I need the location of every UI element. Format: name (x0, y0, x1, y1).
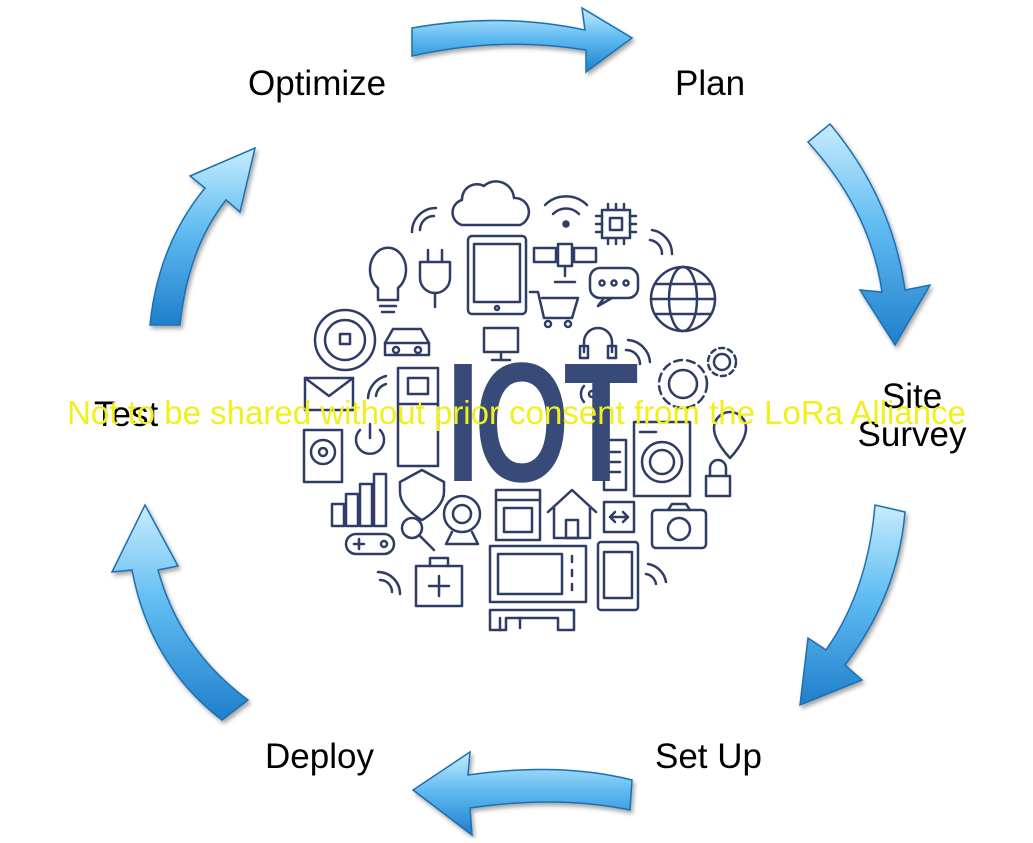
magnifier-icon (400, 516, 436, 552)
monitor-icon (482, 326, 520, 362)
home-icon (546, 488, 598, 540)
wifi-icon (366, 374, 388, 400)
arrow-deploy-to-test (110, 503, 250, 721)
washing-machine-icon (632, 420, 692, 498)
phone-icon (596, 540, 640, 612)
headphones-icon (578, 326, 618, 360)
microwave-icon (488, 544, 588, 604)
bar-chart-icon (330, 472, 388, 528)
oven-icon (494, 488, 542, 542)
resize-icon (602, 500, 636, 534)
thermostat-icon (313, 308, 377, 372)
step-label-optimize: Optimize (248, 64, 387, 103)
arrow-set-up-to-deploy (411, 750, 633, 837)
battery-icon (602, 438, 628, 492)
arrow-test-to-optimize (149, 146, 257, 326)
envelope-icon (303, 376, 355, 412)
car-icon (383, 327, 431, 357)
wifi-icon (376, 570, 402, 596)
camera-icon (650, 502, 708, 550)
shield-icon (398, 468, 446, 522)
satellite-icon (532, 242, 598, 284)
step-label-site-survey-line1: Site (881, 377, 943, 416)
power-icon (354, 422, 386, 456)
lightbulb-icon (368, 246, 408, 314)
step-label-test: Test (94, 395, 159, 434)
arrow-plan-to-site-survey (806, 122, 932, 347)
watermark-text: Not to be shared without prior consent f… (67, 394, 966, 431)
chat-icon (588, 266, 640, 308)
arrow-site-survey-to-set-up (799, 504, 906, 707)
gamepad-icon (344, 532, 396, 556)
chip-icon (594, 202, 638, 246)
speaker-icon (302, 428, 344, 484)
cart-icon (528, 290, 580, 329)
wifi-icon (410, 206, 438, 234)
wifi-icon (648, 228, 674, 256)
plug-icon (418, 248, 452, 309)
wifi-icon (644, 562, 668, 586)
step-label-set-up: Set Up (655, 737, 762, 776)
location-pin-icon (712, 410, 748, 460)
gear-icon (657, 346, 738, 410)
webcam-icon (442, 494, 482, 546)
first-aid-icon (414, 556, 464, 608)
printer-icon (488, 608, 576, 632)
globe-icon (649, 265, 717, 333)
iot-icon-cluster (302, 180, 748, 632)
cloud-icon (451, 180, 531, 227)
wifi-icon (624, 338, 652, 366)
iot-logo-text: IOT (446, 328, 638, 518)
step-label-site-survey: Site Survey (842, 378, 982, 454)
step-label-site-survey-line2: Survey (857, 415, 967, 454)
arrow-optimize-to-plan (411, 6, 634, 74)
step-label-deploy: Deploy (265, 737, 374, 776)
cycle-arrows (110, 6, 932, 837)
fridge-icon (396, 366, 440, 468)
wifi-icon (543, 195, 589, 228)
tablet-icon (466, 234, 528, 316)
antenna-icon (579, 384, 605, 404)
lock-icon (704, 458, 732, 498)
step-label-plan: Plan (675, 64, 746, 103)
